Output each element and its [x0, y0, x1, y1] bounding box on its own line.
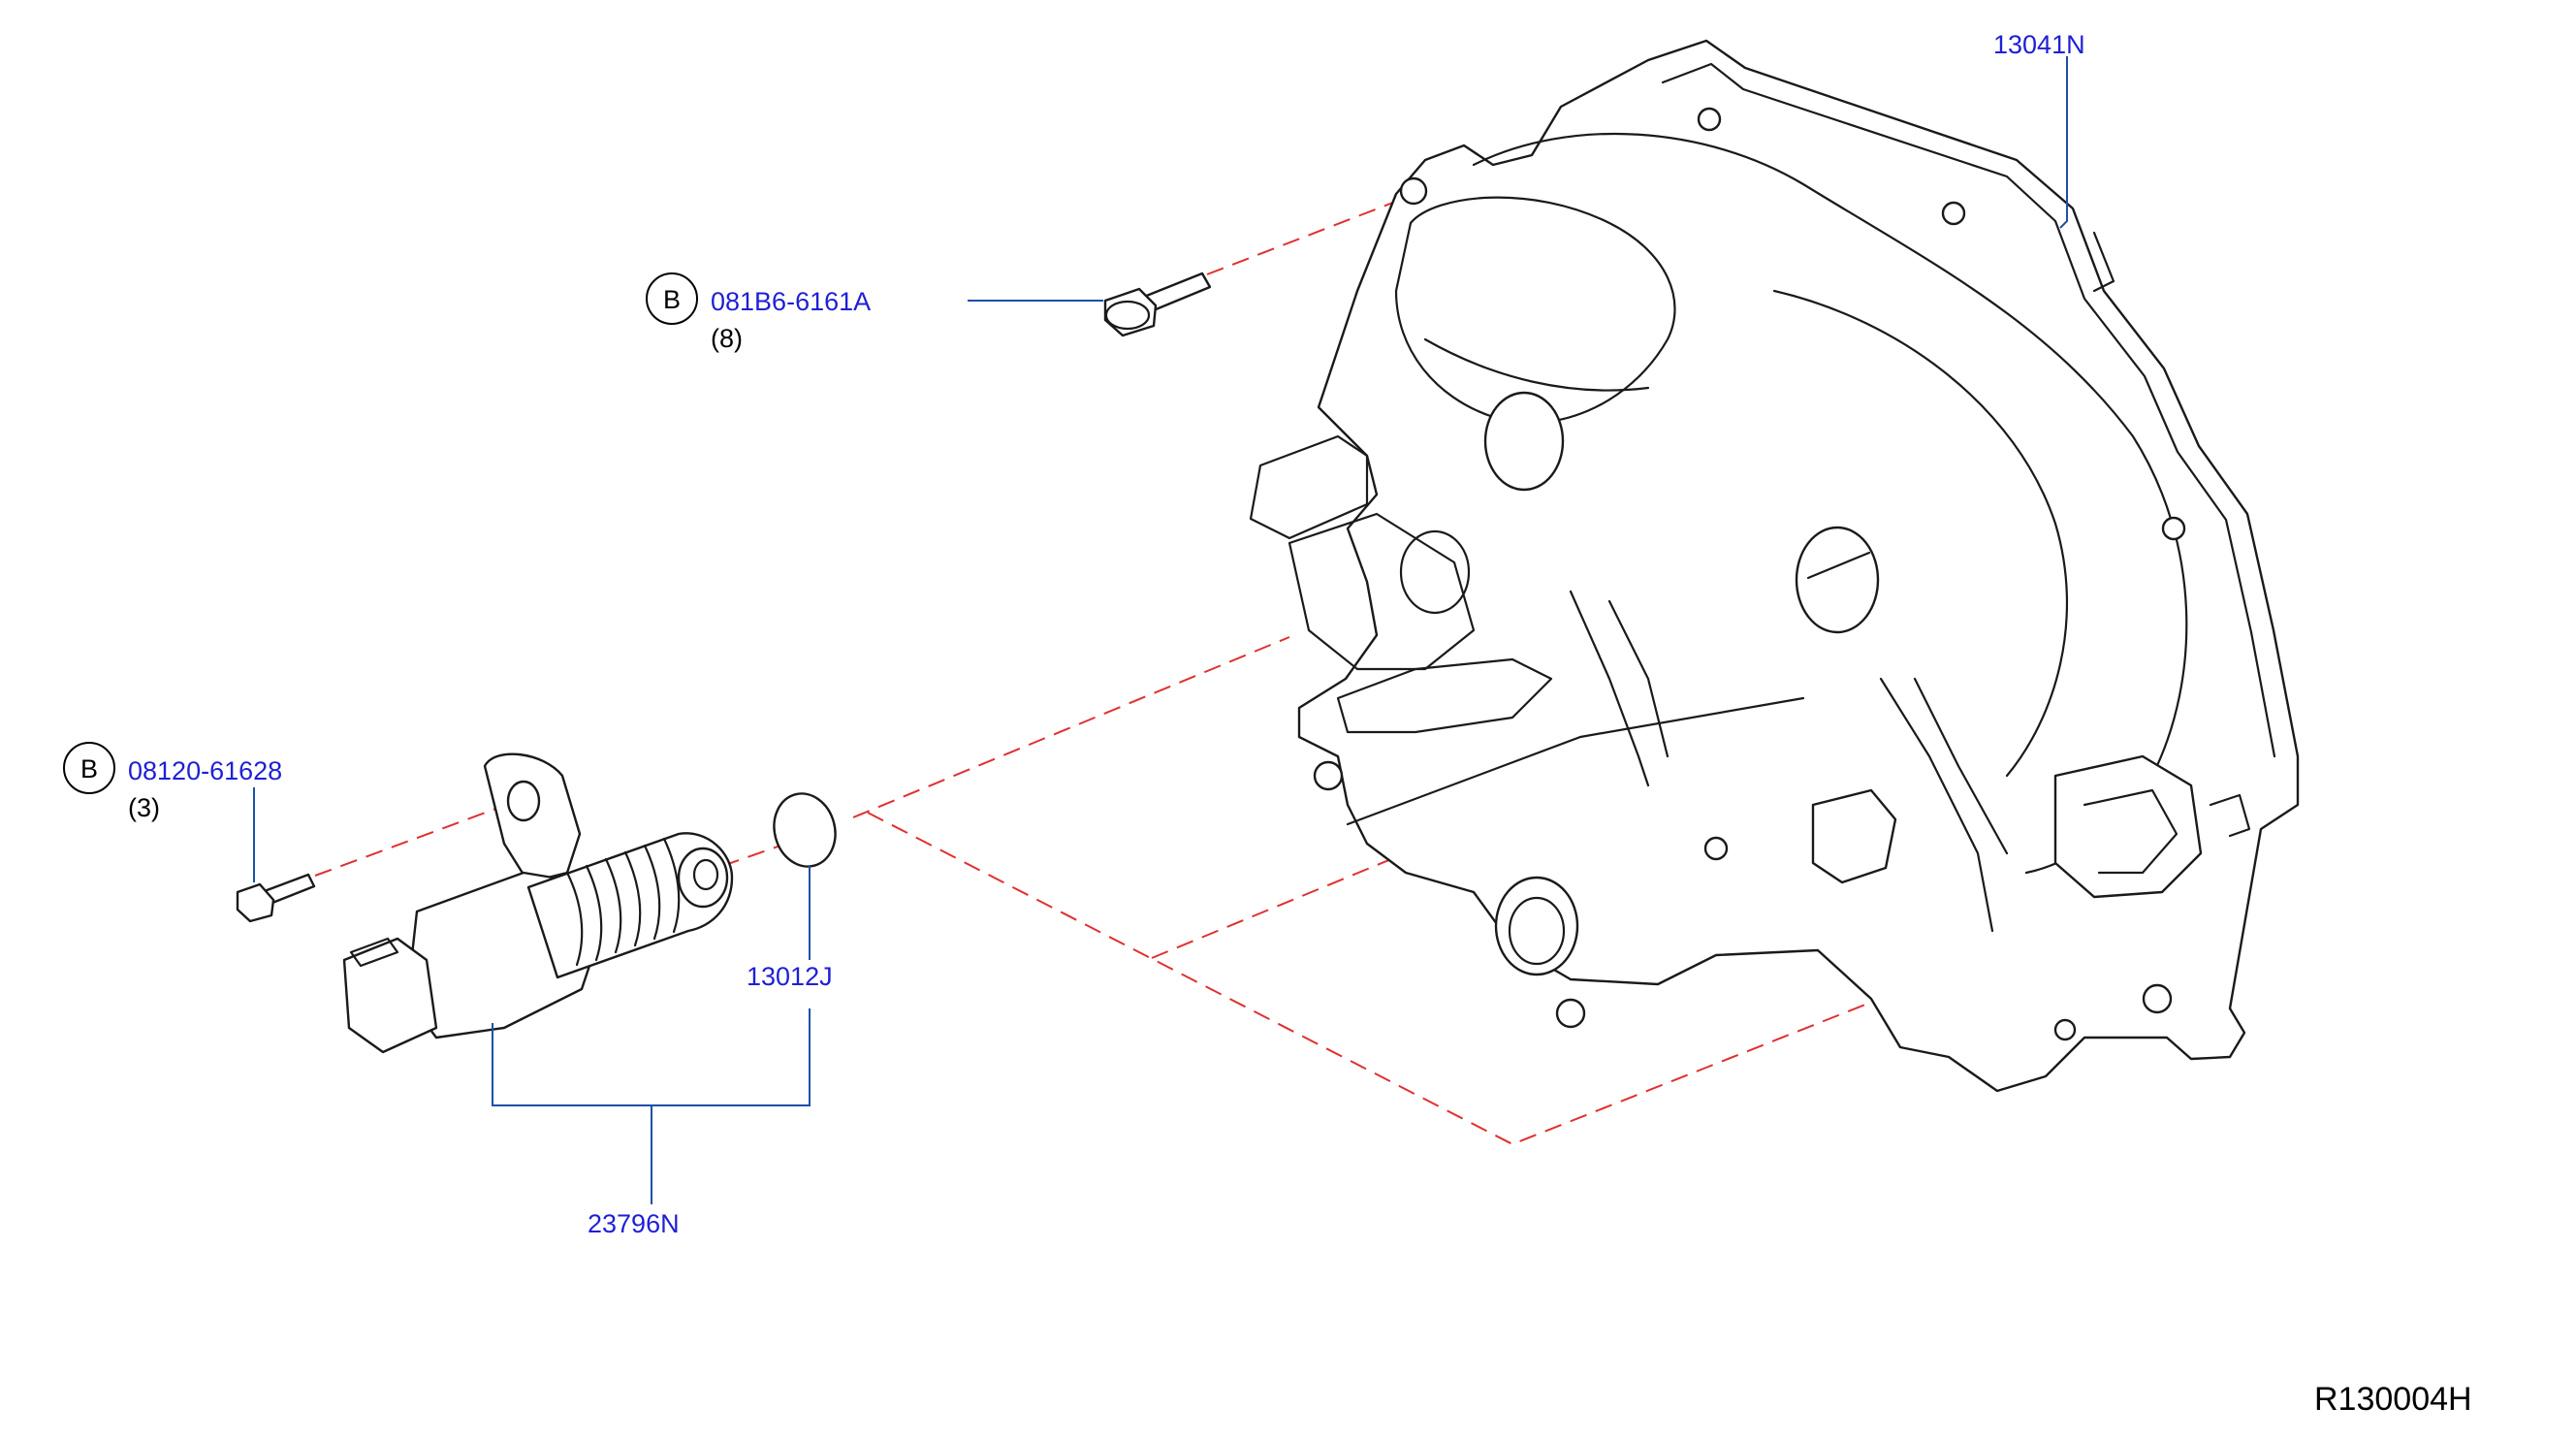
cover-upper-opening — [1394, 196, 1676, 425]
cover-plug-center-slot — [1806, 551, 1871, 580]
part-number-o-ring: 13012J — [747, 962, 833, 991]
cover-plug-center — [1795, 526, 1880, 634]
cover-left-rib — [1336, 657, 1553, 734]
leader-bracket-23796N — [492, 1008, 811, 1106]
upper-bolt-flange — [1104, 300, 1151, 331]
quantity-upper-bolt: (8) — [711, 324, 743, 353]
cover-oil-pump-boss — [1811, 788, 1897, 884]
badge-circle-upper-bolt — [646, 272, 698, 325]
phantom-line-oring-to-cover — [852, 636, 1290, 818]
cover-rib — [1607, 599, 1670, 758]
cover-plug-upper — [1483, 391, 1565, 492]
phantom-lines — [314, 193, 1955, 1146]
cover-rib — [1913, 677, 2009, 855]
cover-lower-bolt-hole — [2142, 983, 2173, 1014]
cover-tab — [2209, 793, 2251, 838]
cover-timing-chain-housing — [1772, 289, 2069, 778]
part-labels: 13041N B 081B6-6161A (8) B 08120-61628 (… — [63, 30, 2472, 1418]
solenoid-spool-end-inner — [692, 858, 719, 891]
part-number-solenoid: 23796N — [588, 1209, 680, 1238]
part-number-solenoid-bolt: 08120-61628 — [128, 756, 282, 785]
solenoid-connector-latch — [349, 937, 399, 968]
cover-lower-bolt-hole — [1703, 836, 1729, 861]
cover-rib — [1346, 696, 1805, 826]
quantity-solenoid-bolt: (3) — [128, 793, 160, 822]
part-number-cover-gasket: 13041N — [1993, 30, 2085, 59]
cover-right-boss — [2053, 754, 2203, 899]
cover-bolt-hole — [1697, 107, 1722, 132]
cover-lower-bolt-hole — [1313, 760, 1344, 791]
badge-solenoid-bolt: B — [80, 754, 98, 783]
cover-lower-port — [1494, 876, 1579, 976]
cover-right-boss-face — [2083, 788, 2178, 875]
o-ring — [773, 792, 837, 868]
solenoid-electrical-connector — [342, 937, 438, 1054]
cover-bolt-hole — [2161, 516, 2186, 541]
cover-lower-bolt-hole — [1555, 998, 1586, 1029]
badge-circle-solenoid-bolt — [63, 742, 115, 794]
valve-timing-control-solenoid — [342, 752, 734, 1054]
leader-lines — [253, 56, 2068, 1204]
cover-upper-opening-inner — [1423, 337, 1650, 392]
cover-lower-port-inner — [1508, 896, 1566, 966]
solenoid-mount-bolt — [236, 873, 316, 923]
upper-flange-bolt — [1103, 272, 1212, 337]
cover-gasket-inner-edge — [1661, 62, 2276, 758]
cover-bolt-hole — [1941, 201, 1966, 226]
phantom-line-solenoid-bolt — [314, 803, 510, 877]
phantom-line-oring-to-solenoid — [721, 844, 784, 867]
cover-rib — [1569, 590, 1650, 787]
cover-rib — [1879, 677, 1994, 933]
solenoid-bracket-hole — [506, 780, 541, 822]
cover-lower-bolt-hole — [2053, 1018, 2077, 1041]
part-number-upper-bolt: 081B6-6161A — [711, 287, 871, 316]
cover-left-boss-upper — [1249, 434, 1369, 540]
solenoid-bolt-head — [236, 882, 275, 923]
solenoid-spool-end — [677, 847, 729, 909]
cover-bolt-hole — [1399, 176, 1428, 206]
phantom-line-upper-bolt — [1206, 193, 1416, 275]
badge-upper-bolt: B — [663, 285, 681, 314]
phantom-line-lower-bolt-pattern — [867, 812, 1955, 1146]
o-ring-seal — [773, 792, 837, 868]
cover-tab — [2092, 231, 2115, 293]
cover-left-boss-port — [1399, 529, 1471, 615]
solenoid-sleeve-grooves — [565, 837, 681, 967]
drawing-reference-code: R130004H — [2314, 1381, 2472, 1418]
leader-13041N — [2059, 56, 2068, 229]
cover-left-boss-lower — [1288, 512, 1476, 671]
front-cover-assembly — [1249, 39, 2300, 1093]
